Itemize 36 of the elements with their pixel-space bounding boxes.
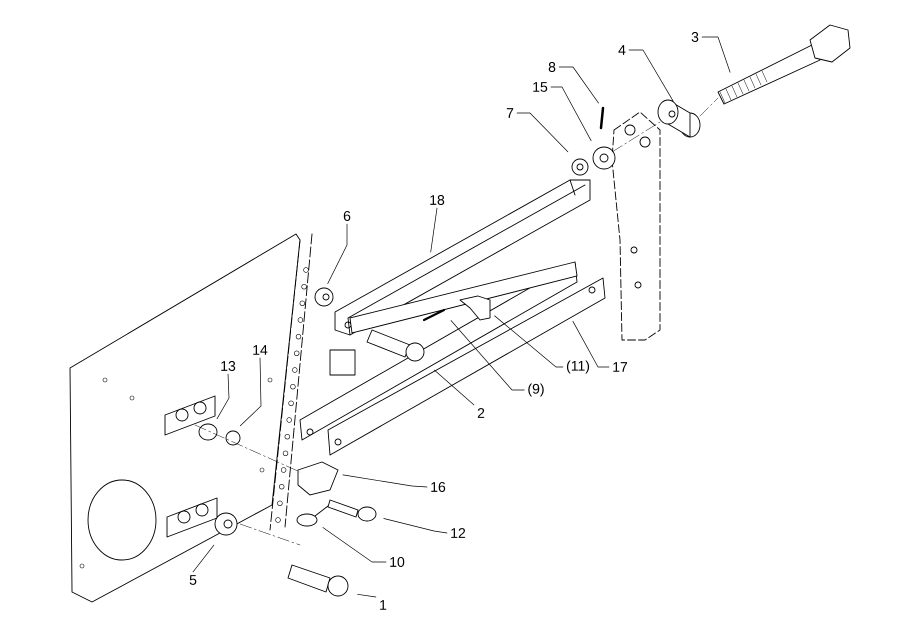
callout-number: (11) bbox=[566, 360, 590, 374]
leader-line bbox=[357, 594, 376, 598]
callout-number: 7 bbox=[506, 108, 514, 118]
leader-line bbox=[628, 50, 674, 102]
callout-number: 15 bbox=[533, 82, 548, 92]
leader-line bbox=[558, 66, 599, 104]
leader-line bbox=[327, 224, 348, 284]
leader-line bbox=[342, 474, 428, 488]
leader-line bbox=[494, 315, 564, 368]
callout-number: 10 bbox=[390, 557, 404, 567]
callout-number: 14 bbox=[253, 345, 268, 355]
callout-number: 16 bbox=[431, 482, 446, 492]
callout-number: 18 bbox=[430, 195, 444, 205]
callout-number: 3 bbox=[692, 32, 698, 42]
leader-line bbox=[322, 527, 386, 562]
leader-line bbox=[516, 112, 568, 152]
callout-number: 4 bbox=[618, 45, 626, 55]
leader-line bbox=[383, 518, 448, 534]
callout-number: 13 bbox=[221, 361, 236, 371]
leader-line bbox=[434, 370, 474, 406]
leader-line bbox=[450, 320, 525, 390]
leader-line bbox=[702, 36, 730, 73]
callout-number: 1 bbox=[380, 600, 386, 610]
callout-number: 8 bbox=[548, 62, 556, 72]
leader-line bbox=[240, 358, 262, 426]
callout-number: 17 bbox=[613, 362, 628, 372]
leader-line bbox=[430, 208, 438, 252]
callout-number: 12 bbox=[451, 528, 466, 538]
leader-line bbox=[572, 320, 610, 368]
callout-number: 5 bbox=[190, 575, 196, 585]
leader-line bbox=[216, 374, 230, 420]
callout-number: 6 bbox=[344, 211, 350, 221]
leader-line bbox=[192, 544, 214, 572]
callout-number: (9) bbox=[528, 383, 544, 397]
leader-line bbox=[550, 86, 592, 142]
callout-number: 2 bbox=[478, 408, 484, 418]
